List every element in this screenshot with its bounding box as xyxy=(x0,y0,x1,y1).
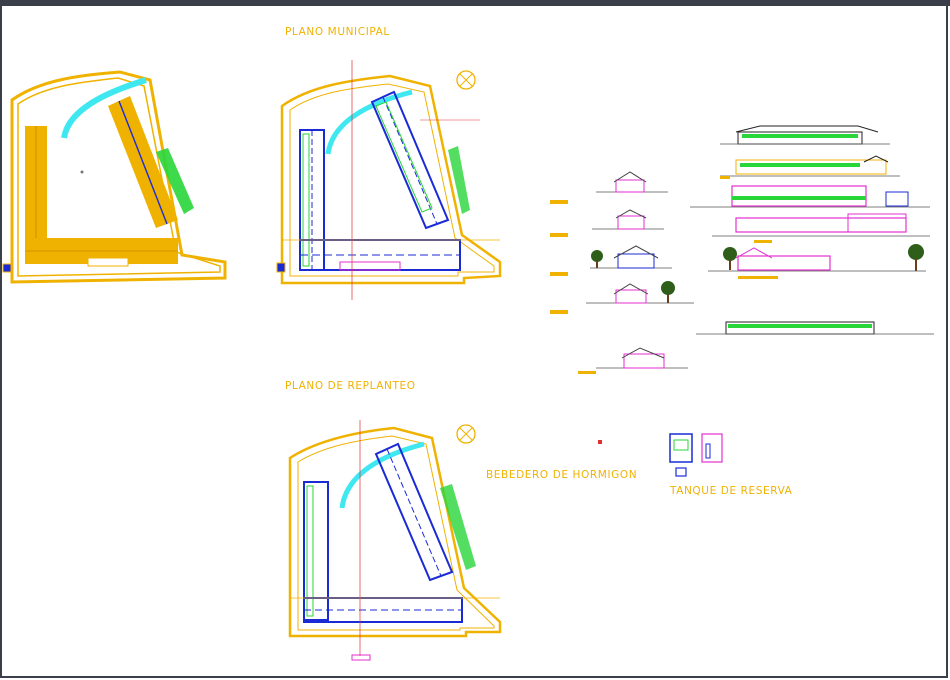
tanque-title: TANQUE DE RESERVA xyxy=(670,485,793,497)
tanque-reserva-drawing[interactable] xyxy=(598,433,723,477)
small-elevations[interactable] xyxy=(550,171,694,374)
viewport-frame xyxy=(0,6,948,678)
plano-replanteo-title: PLANO DE REPLANTEO xyxy=(285,380,416,392)
plano-replanteo-drawing[interactable] xyxy=(288,420,502,661)
large-elevations[interactable] xyxy=(690,125,934,335)
window-top-border xyxy=(0,0,950,6)
plano-municipal-title: PLANO MUNICIPAL xyxy=(285,26,390,38)
bebedero-title: BEBEDERO DE HORMIGON xyxy=(486,469,638,481)
site-plan-solid[interactable] xyxy=(2,70,227,284)
plano-municipal-drawing[interactable] xyxy=(276,60,502,300)
